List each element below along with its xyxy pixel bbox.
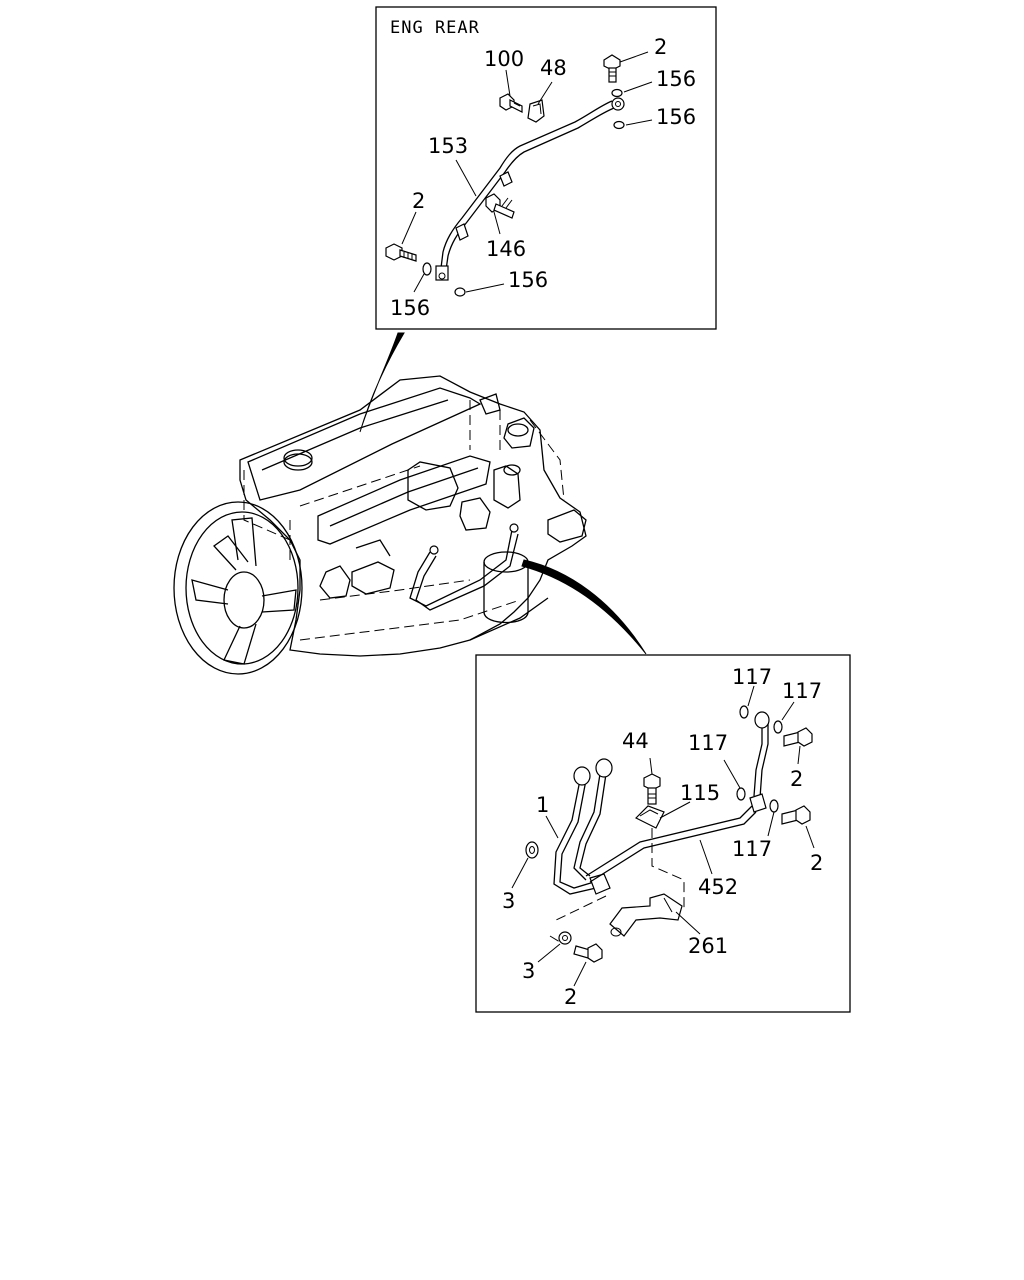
oil-filler-cap <box>283 453 313 471</box>
banjo-fitting-top <box>611 97 625 111</box>
bolt-44 <box>643 773 661 805</box>
washer-117-d <box>769 799 779 813</box>
banjo-fitting-bottom <box>435 265 449 281</box>
washer-117-a <box>739 705 749 719</box>
fan-pulley <box>173 501 303 675</box>
label-117-c: 117 <box>688 731 728 755</box>
label-2-left: 2 <box>412 189 425 213</box>
label-1: 1 <box>536 793 549 817</box>
washer-156-d <box>454 287 466 297</box>
clip-upper <box>499 171 513 187</box>
label-156-a: 156 <box>656 67 696 91</box>
label-115: 115 <box>680 781 720 805</box>
label-156-d: 156 <box>508 268 548 292</box>
top-callout: ENG REAR <box>375 6 717 330</box>
pipe-452 <box>585 711 770 883</box>
washer-3-b <box>558 931 572 945</box>
bolt-2-lower-right <box>781 805 811 825</box>
label-2-upper-right: 2 <box>790 767 803 791</box>
bolt-100 <box>499 93 523 113</box>
label-117-a: 117 <box>732 665 772 689</box>
washer-117-b <box>773 720 783 734</box>
bolt-146 <box>485 193 515 219</box>
bottom-callout: 117 117 44 117 115 2 1 117 2 3 452 261 3… <box>475 654 851 1013</box>
oil-filter <box>483 551 529 624</box>
hidden-lines <box>243 400 565 641</box>
bottom-callout-frame <box>475 654 851 1013</box>
label-146: 146 <box>486 237 526 261</box>
pointer-arc-top <box>359 332 405 433</box>
engine-block <box>239 375 587 657</box>
washer-117-c <box>736 787 746 801</box>
label-44: 44 <box>622 729 649 753</box>
label-48: 48 <box>540 56 567 80</box>
washer-156-c <box>422 262 432 276</box>
rocker-cover <box>247 387 482 501</box>
engine-illustration <box>173 375 587 675</box>
label-2-bottom: 2 <box>564 985 577 1009</box>
bolt-2-top <box>603 54 621 83</box>
label-452: 452 <box>698 875 738 899</box>
label-3-a: 3 <box>502 889 515 913</box>
exhaust-manifold <box>317 455 491 545</box>
washer-156-a <box>611 88 623 98</box>
label-2-top: 2 <box>654 35 667 59</box>
bottom-leader-lines <box>511 685 815 987</box>
engine-oil-pipes <box>409 523 549 641</box>
washer-3-a <box>525 841 539 859</box>
label-117-d: 117 <box>732 837 772 861</box>
pipe-153 <box>440 100 615 271</box>
label-153: 153 <box>428 134 468 158</box>
intake-port <box>319 565 351 599</box>
bolt-2-bottom <box>573 943 603 963</box>
label-100: 100 <box>484 47 524 71</box>
top-callout-title: ENG REAR <box>390 18 480 38</box>
label-156-c: 156 <box>390 296 430 320</box>
clamp-115 <box>634 805 665 829</box>
turbo-housing <box>503 417 535 449</box>
pointer-arc-bottom <box>521 559 647 655</box>
bolt-2-left <box>385 243 417 262</box>
label-3-b: 3 <box>522 959 535 983</box>
label-261: 261 <box>688 934 728 958</box>
top-leader-lines <box>401 51 653 293</box>
clamp-48 <box>527 99 545 123</box>
top-callout-frame <box>375 6 717 330</box>
label-117-b: 117 <box>782 679 822 703</box>
clip-lower <box>455 223 469 241</box>
washer-156-b <box>613 120 625 130</box>
bracket-261 <box>609 893 683 937</box>
label-2-lower-right: 2 <box>810 851 823 875</box>
bolt-2-upper-right <box>783 727 813 747</box>
label-156-b: 156 <box>656 105 696 129</box>
bottom-dashed-guides <box>549 828 685 943</box>
